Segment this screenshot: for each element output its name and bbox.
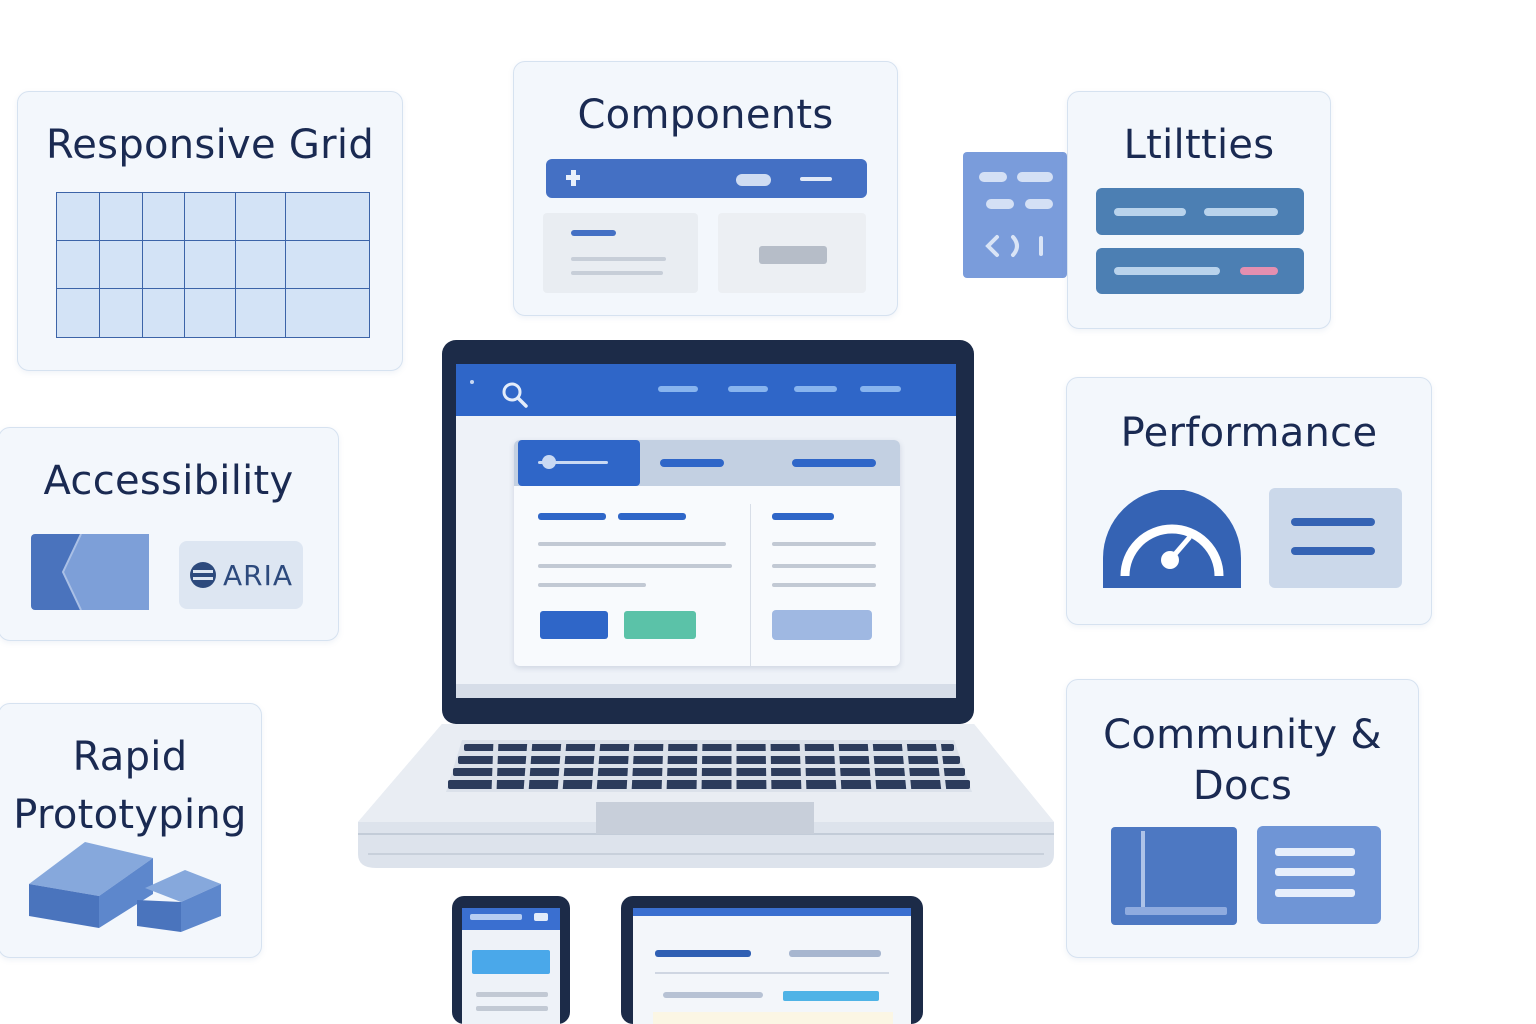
card-title-line1: Community & xyxy=(1103,712,1382,758)
search-icon[interactable] xyxy=(501,381,529,409)
card-title: Performance xyxy=(1120,410,1378,456)
card-components: Components xyxy=(513,61,898,316)
nav-item[interactable] xyxy=(794,386,837,392)
book-icon xyxy=(1111,827,1237,925)
tablet xyxy=(621,896,923,1024)
laptop-screen xyxy=(442,340,974,724)
aria-icon xyxy=(190,562,216,588)
utility-bar xyxy=(1096,188,1304,235)
laptop xyxy=(358,340,1055,886)
card-title: Components xyxy=(577,92,834,138)
grid-illustration xyxy=(56,192,370,338)
utility-side-panel xyxy=(963,152,1067,278)
tab-item[interactable] xyxy=(792,459,876,467)
phone-screen xyxy=(462,908,560,1024)
tab-item[interactable] xyxy=(660,459,724,467)
card-title: Responsive Grid xyxy=(45,122,375,168)
card-title-line1: Rapid xyxy=(72,734,188,780)
nav-item[interactable] xyxy=(860,386,901,392)
code-icon xyxy=(983,234,1053,258)
cube-icon xyxy=(25,840,225,934)
card-title-line2: Docs xyxy=(1192,763,1293,809)
app-header xyxy=(456,364,956,416)
aria-label: ARIA xyxy=(223,558,294,592)
card-title: Ltiltties xyxy=(1123,122,1275,168)
utility-bar xyxy=(1096,248,1304,294)
contrast-icon xyxy=(31,534,149,610)
card-rapid-prototyping: Rapid Prototyping xyxy=(0,703,262,958)
tab-active[interactable] xyxy=(518,440,640,486)
nav-item[interactable] xyxy=(728,386,768,392)
aria-badge: ARIA xyxy=(179,541,304,609)
card-accessibility: Accessibility ARIA xyxy=(0,427,339,641)
plus-icon xyxy=(566,170,580,186)
tablet-screen xyxy=(633,908,911,1024)
secondary-button[interactable] xyxy=(772,610,872,640)
card-utilities: Ltiltties xyxy=(1067,91,1331,329)
card-responsive-grid: Responsive Grid xyxy=(17,91,403,371)
component-card-preview xyxy=(543,213,698,293)
metric-panel xyxy=(1269,488,1402,588)
card-title: Accessibility xyxy=(43,458,294,504)
gauge-icon xyxy=(1103,490,1241,588)
nav-item[interactable] xyxy=(658,386,698,392)
component-button-preview xyxy=(718,213,866,293)
document-icon xyxy=(1257,826,1381,924)
primary-button[interactable] xyxy=(540,611,608,639)
card-performance: Performance xyxy=(1066,377,1432,625)
card-title-line2: Prototyping xyxy=(13,792,247,838)
success-button[interactable] xyxy=(624,611,696,639)
component-navbar xyxy=(546,159,867,198)
screen-display xyxy=(456,364,956,698)
card-community-docs: Community & Docs xyxy=(1066,679,1419,958)
phone xyxy=(452,896,570,1024)
keyboard xyxy=(446,740,972,792)
content-panel xyxy=(514,440,900,666)
